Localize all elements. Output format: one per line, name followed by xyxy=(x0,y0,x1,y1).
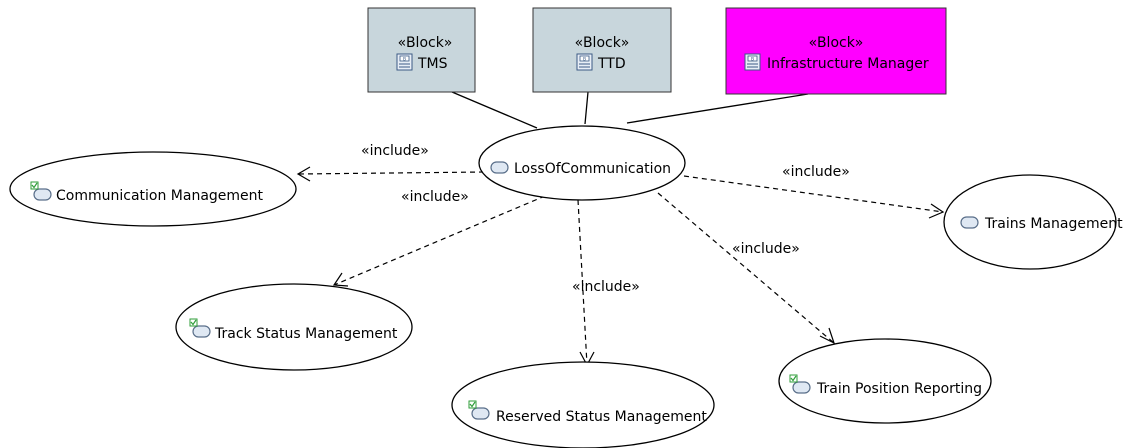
block-icon xyxy=(396,53,413,71)
include-to-track-status-management xyxy=(332,195,546,287)
include-to-train-position-reporting xyxy=(657,192,836,345)
block-im-name: Infrastructure Manager xyxy=(767,56,929,72)
block-im-stereotype: «Block» xyxy=(809,35,864,51)
association-im xyxy=(626,93,809,124)
include-label-track: «include» xyxy=(401,189,469,205)
include-label-communication: «include» xyxy=(361,143,429,159)
association-tms xyxy=(451,91,538,129)
include-label-reserved: «include» xyxy=(572,279,640,295)
usecase-label: Track Status Management xyxy=(214,326,398,342)
usecase-label: Reserved Status Management xyxy=(496,409,707,425)
include-to-communication-management xyxy=(296,166,485,182)
usecase-label: LossOfCommunication xyxy=(514,161,671,177)
block-icon xyxy=(576,53,593,71)
block-infrastructure-manager[interactable]: «Block» Infrastructure Manager xyxy=(725,7,947,95)
block-ttd-stereotype: «Block» xyxy=(575,35,630,51)
include-to-trains-management xyxy=(683,175,945,219)
include-label-position: «include» xyxy=(732,241,800,257)
block-tms-name: TMS xyxy=(417,56,448,72)
include-label-trains: «include» xyxy=(782,164,850,180)
block-ttd[interactable]: «Block» TTD xyxy=(532,7,672,93)
block-ttd-name: TTD xyxy=(597,56,626,72)
usecase-icon xyxy=(490,161,509,174)
block-icon xyxy=(744,53,761,71)
block-tms-stereotype: «Block» xyxy=(398,35,453,51)
usecase-trains-management[interactable]: Trains Management xyxy=(943,174,1123,270)
association-ttd xyxy=(584,91,589,125)
usecase-communication-management[interactable]: Communication Management xyxy=(9,151,297,227)
usecase-label: Train Position Reporting xyxy=(816,381,982,397)
usecase-label: Trains Management xyxy=(984,216,1123,232)
usecase-train-position-reporting[interactable]: Train Position Reporting xyxy=(778,338,992,424)
usecase-label: Communication Management xyxy=(56,188,264,204)
usecase-track-status-management[interactable]: Track Status Management xyxy=(175,283,413,371)
usecase-reserved-status-management[interactable]: Reserved Status Management xyxy=(451,361,715,448)
usecase-loss-of-communication[interactable]: LossOfCommunication xyxy=(478,125,686,201)
usecase-icon xyxy=(960,216,979,229)
block-tms[interactable]: «Block» TMS xyxy=(367,7,476,93)
